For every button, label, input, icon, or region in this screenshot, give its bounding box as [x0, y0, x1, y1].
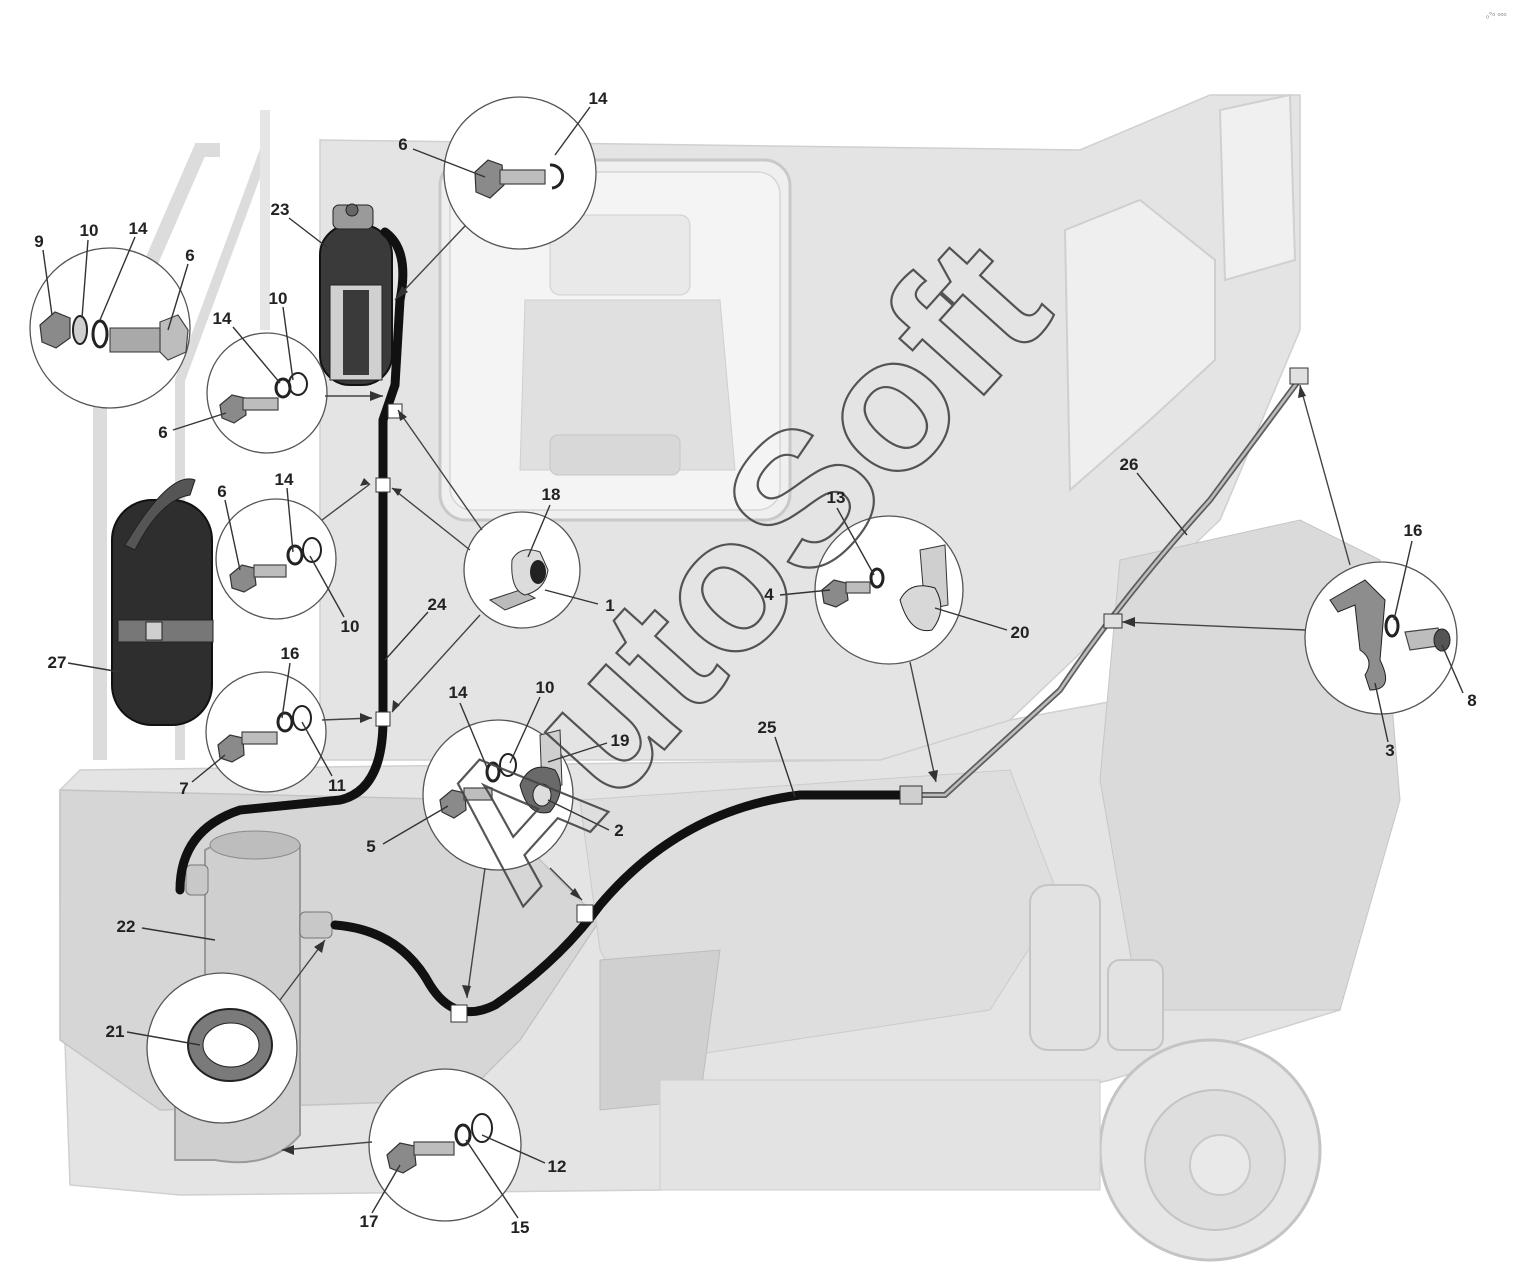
- callout-22: 22: [117, 917, 136, 936]
- callout-27: 27: [48, 653, 67, 672]
- callout-10-b: 10: [269, 289, 288, 308]
- callout-2: 2: [614, 821, 623, 840]
- leader-lines: [42, 106, 1464, 1219]
- callout-10-d: 10: [536, 678, 555, 697]
- detail-circles: [29, 96, 1458, 1222]
- callout-14-a: 14: [129, 219, 148, 238]
- callout-23: 23: [271, 200, 290, 219]
- callout-10-a: 10: [80, 221, 99, 240]
- fire-extinguisher-27: [111, 478, 214, 726]
- corner-mark: ₒ°ᵒ ᵒᵒᵒ: [1486, 11, 1507, 20]
- callout-15: 15: [511, 1218, 530, 1237]
- callout-10-c: 10: [341, 617, 360, 636]
- callout-7: 7: [179, 779, 188, 798]
- canister-23: [319, 203, 393, 386]
- callout-9: 9: [34, 232, 43, 251]
- callout-6-a: 6: [185, 246, 194, 265]
- callout-6-c: 6: [217, 482, 226, 501]
- callout-4: 4: [764, 585, 774, 604]
- callout-16-a: 16: [281, 644, 300, 663]
- callout-14-d: 14: [449, 683, 468, 702]
- callout-24: 24: [428, 595, 447, 614]
- callout-25: 25: [758, 718, 777, 737]
- callout-11: 11: [328, 776, 346, 795]
- callout-8: 8: [1467, 691, 1476, 710]
- callout-14-b: 14: [213, 309, 232, 328]
- callout-5: 5: [366, 837, 375, 856]
- callout-26: 26: [1120, 455, 1139, 474]
- callout-14-c: 14: [275, 470, 294, 489]
- hoses: [175, 227, 1309, 1023]
- callout-1: 1: [605, 596, 614, 615]
- callout-6-b: 6: [158, 423, 167, 442]
- machine-background: [59, 93, 1401, 1262]
- callout-18: 18: [542, 485, 561, 504]
- callout-19: 19: [611, 731, 630, 750]
- detail-arrows: [279, 225, 1351, 1155]
- callout-17: 17: [360, 1212, 379, 1231]
- callout-20: 20: [1011, 623, 1030, 642]
- callout-6-top: 6: [398, 135, 407, 154]
- callout-16-b: 16: [1404, 521, 1423, 540]
- callout-3: 3: [1385, 741, 1394, 760]
- callout-numbers: 6 14 23 9 10 14 6 14 10 6 6 14 10 18 1 2…: [34, 89, 1476, 1237]
- callout-14-top: 14: [589, 89, 608, 108]
- callout-13: 13: [827, 488, 846, 507]
- callout-12: 12: [548, 1157, 567, 1176]
- callout-21: 21: [106, 1022, 125, 1041]
